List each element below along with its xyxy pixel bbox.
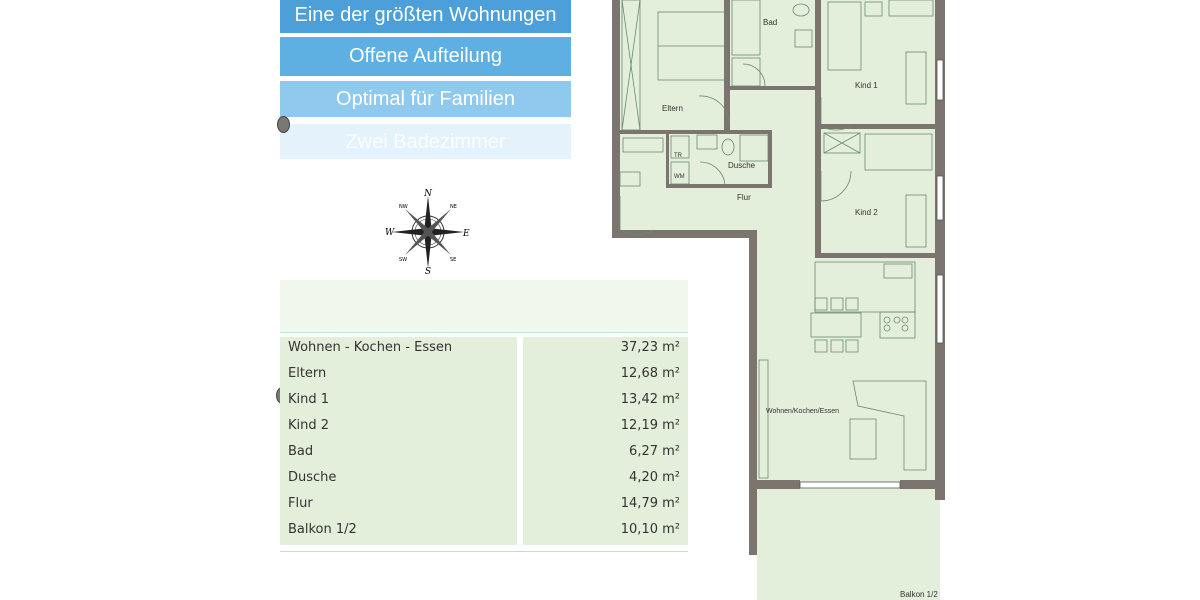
plan-label-flur: Flur (737, 193, 751, 202)
scan-punch-hole (277, 116, 290, 133)
table-row: Balkon 1/2 10,10 m² (288, 519, 680, 545)
table-row: Kind 2 12,19 m² (288, 415, 680, 441)
compass-e: E (462, 229, 470, 239)
plan-label-kind2: Kind 2 (855, 208, 878, 217)
table-row: Flur 14,79 m² (288, 493, 680, 519)
plan-label-tr: TR (674, 153, 683, 159)
plan-label-dusche: Dusche (728, 161, 756, 170)
room-size: 6,27 m² (629, 444, 680, 459)
feature-banner-open-layout: Offene Aufteilung (280, 37, 571, 76)
compass-ne: NE (450, 204, 457, 210)
compass-rose-icon: N S W E NE NW SE SW (385, 189, 470, 274)
plan-label-kind1: Kind 1 (855, 81, 878, 90)
table-row: Wohnen - Kochen - Essen 37,23 m² (288, 337, 680, 363)
feature-banner-largest: Eine der größten Wohnungen (280, 0, 571, 33)
plan-label-wm: WM (674, 174, 685, 180)
compass-se: SE (450, 257, 456, 263)
room-name: Eltern (288, 366, 327, 381)
room-size: 37,23 m² (620, 340, 680, 355)
compass-nw: NW (399, 204, 408, 210)
room-size: 13,42 m² (620, 392, 680, 407)
table-row: Eltern 12,68 m² (288, 363, 680, 389)
plan-label-eltern: Eltern (662, 104, 683, 113)
room-name: Bad (288, 444, 314, 459)
table-row: Bad 6,27 m² (288, 441, 680, 467)
table-divider-top (280, 332, 688, 333)
doors (619, 63, 852, 235)
room-name: Flur (288, 496, 313, 511)
compass-n: N (423, 189, 433, 199)
table-row: Kind 1 13,42 m² (288, 389, 680, 415)
room-name: Kind 2 (288, 418, 330, 433)
plan-label-bad: Bad (763, 18, 777, 27)
room-size: 12,68 m² (620, 366, 680, 381)
area-panel-background (280, 280, 688, 332)
room-size: 4,20 m² (629, 470, 680, 485)
room-name: Dusche (288, 470, 337, 485)
room-size: 14,79 m² (620, 496, 680, 511)
feature-banner-families: Optimal für Familien (280, 81, 571, 117)
plan-label-balkon: Balkon 1/2 (900, 590, 938, 599)
compass-sw: SW (399, 257, 407, 263)
table-row: Dusche 4,20 m² (288, 467, 680, 493)
room-name: Kind 1 (288, 392, 330, 407)
room-size: 10,10 m² (620, 522, 680, 537)
room-size: 12,19 m² (620, 418, 680, 433)
compass-s: S (425, 267, 431, 274)
area-table: Wohnen - Kochen - Essen 37,23 m² Eltern 12… (280, 337, 688, 545)
compass-w: W (385, 228, 395, 238)
feature-banner-bathrooms: Zwei Badezimmer (280, 124, 571, 159)
table-divider-bottom (280, 551, 688, 552)
room-name: Wohnen - Kochen - Essen (288, 340, 453, 355)
plan-label-wohnen: Wohnen/Kochen/Essen (766, 408, 839, 415)
windows (799, 59, 944, 489)
room-name: Balkon 1/2 (288, 522, 357, 537)
room-column (280, 337, 517, 545)
